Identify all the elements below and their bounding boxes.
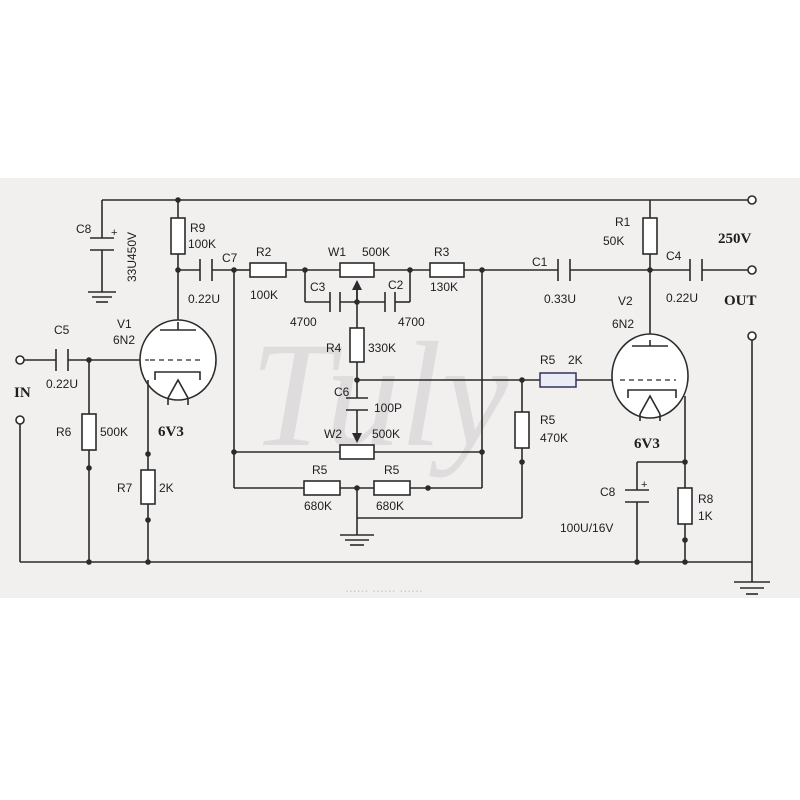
c2-value: 4700 [398, 315, 425, 329]
v1-ref: V1 [117, 317, 132, 331]
junction-dots [86, 197, 688, 565]
potentiometer-w2 [339, 433, 375, 460]
w2-value: 500K [372, 427, 400, 441]
c3-ref: C3 [310, 280, 326, 294]
ground-symbol-center [340, 534, 374, 546]
v1-heater: 6V3 [158, 424, 184, 440]
v2-heater: 6V3 [634, 436, 660, 452]
watermark-text: ...... ...... ...... [345, 579, 423, 595]
c1-value: 0.33U [544, 292, 576, 306]
c4-ref: C4 [666, 249, 682, 263]
resistor-r4 [349, 327, 365, 363]
c4-value: 0.22U [666, 291, 698, 305]
r5-right-ref: R5 [384, 463, 400, 477]
r8-ref: R8 [698, 492, 714, 506]
r4-ref: R4 [326, 341, 342, 355]
r7-ref: R7 [117, 481, 133, 495]
resistor-r5-680k-right [373, 480, 411, 496]
v2-type: 6N2 [612, 317, 634, 331]
capacitor-c7 [199, 259, 213, 281]
r2-value: 100K [250, 288, 278, 302]
capacitor-c5 [55, 349, 69, 371]
resistor-r3 [429, 262, 465, 278]
capacitor-c6 [346, 397, 368, 411]
resistor-r6 [81, 413, 97, 451]
potentiometer-w1 [339, 262, 375, 300]
c2-ref: C2 [388, 278, 404, 292]
ground-symbol-output [734, 581, 770, 595]
resistor-r5-680k-left [303, 480, 341, 496]
c6-value: 100P [374, 401, 402, 415]
r9-value: 100K [188, 237, 216, 251]
r4-value: 330K [368, 341, 396, 355]
tube-v2 [611, 333, 689, 421]
ground-symbol-c8 [88, 291, 116, 303]
r6-value: 500K [100, 425, 128, 439]
c6-ref: C6 [334, 385, 350, 399]
capacitor-c8-top: + [90, 227, 117, 251]
r5-470k-value: 470K [540, 431, 568, 445]
capacitor-c8-bottom: + [625, 479, 649, 503]
svg-text:+: + [641, 479, 647, 491]
r3-value: 130K [430, 280, 458, 294]
resistor-r5-2k [539, 372, 577, 388]
resistor-r9 [170, 217, 186, 255]
r7-value: 2K [159, 481, 174, 495]
capacitor-c2 [384, 292, 396, 312]
tube-v1 [139, 319, 217, 405]
w1-ref: W1 [328, 245, 346, 259]
c8-bottom-ref: C8 [600, 485, 616, 499]
c8-bottom-value: 100U/16V [560, 521, 613, 535]
w1-value: 500K [362, 245, 390, 259]
r1-value: 50K [603, 234, 624, 248]
resistor-r2 [249, 262, 287, 278]
supply-voltage-label: 250V [718, 231, 752, 247]
w2-ref: W2 [324, 427, 342, 441]
terminals [15, 195, 757, 425]
c7-ref: C7 [222, 251, 238, 265]
r5-right-value: 680K [376, 499, 404, 513]
c8-top-ref: C8 [76, 222, 92, 236]
c3-value: 4700 [290, 315, 317, 329]
resistor-r7 [140, 469, 156, 505]
capacitor-c1 [557, 259, 571, 281]
r5-left-ref: R5 [312, 463, 328, 477]
r9-ref: R9 [190, 221, 206, 235]
c5-value: 0.22U [46, 377, 78, 391]
r3-ref: R3 [434, 245, 450, 259]
v2-ref: V2 [618, 294, 633, 308]
r1-ref: R1 [615, 215, 631, 229]
r5-2k-value: 2K [568, 353, 583, 367]
r6-ref: R6 [56, 425, 72, 439]
watermark-logo: Tuly [250, 312, 509, 478]
v1-type: 6N2 [113, 333, 135, 347]
resistor-r8 [677, 487, 693, 525]
r2-ref: R2 [256, 245, 272, 259]
output-label: OUT [724, 293, 757, 309]
c5-ref: C5 [54, 323, 70, 337]
c7-value: 0.22U [188, 292, 220, 306]
c1-ref: C1 [532, 255, 548, 269]
input-label: IN [14, 385, 31, 401]
resistor-r5-470k [514, 411, 530, 449]
wires [19, 199, 753, 582]
r5-2k-ref: R5 [540, 353, 556, 367]
capacitor-c4 [689, 259, 703, 281]
c8-top-value: 33U450V [125, 232, 139, 282]
r5-left-value: 680K [304, 499, 332, 513]
resistor-r1 [642, 217, 658, 255]
svg-text:+: + [111, 227, 117, 239]
capacitor-c3 [329, 292, 341, 312]
r8-value: 1K [698, 509, 713, 523]
r5-470k-ref: R5 [540, 413, 556, 427]
